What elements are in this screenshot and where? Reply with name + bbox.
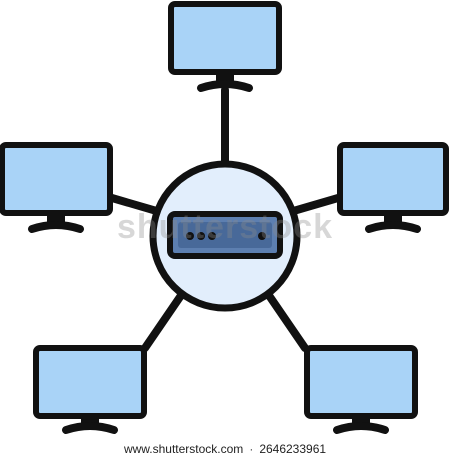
connector-bottom-right (264, 290, 309, 352)
hub-port-icon (186, 232, 194, 240)
hub-port-icon (258, 232, 266, 240)
monitor-left-icon (0, 142, 113, 233)
monitor-bottom-left-icon (33, 345, 147, 434)
monitor-bottom-right-icon (304, 345, 418, 434)
connector-bottom-left (141, 290, 186, 352)
footer-separator: · (249, 442, 254, 456)
footer-stock-id: 2646233961 (259, 442, 327, 456)
hub-port-icon (208, 232, 216, 240)
connector-left (108, 194, 164, 216)
hub-icon (149, 160, 301, 312)
connector-lines (108, 86, 342, 352)
footer-bar: www.shutterstock.com · 2646233961 (0, 438, 450, 460)
footer-site-text: www.shutterstock.com (123, 442, 244, 456)
monitor-top-icon (168, 1, 282, 92)
connector-right (286, 194, 342, 216)
hub-port-icon (197, 232, 205, 240)
monitor-right-icon (337, 142, 449, 233)
